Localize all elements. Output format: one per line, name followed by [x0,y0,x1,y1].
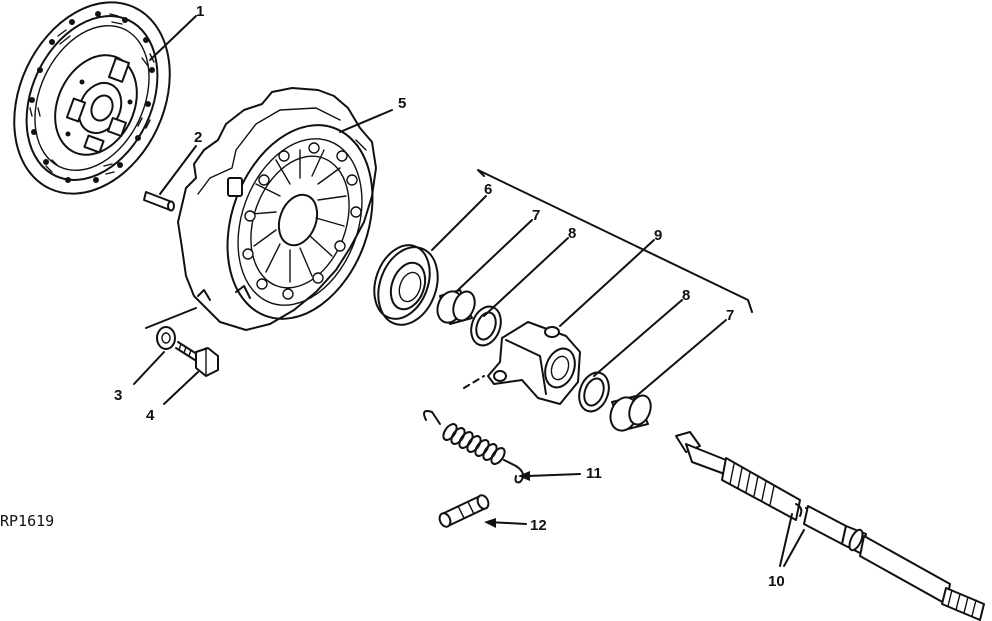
bushing-lower [609,394,652,432]
release-fork [487,321,581,405]
callout-7-upper: 7 [532,207,540,224]
dowel-pin [143,191,175,212]
pivot-pin [438,494,490,528]
cap-screw [175,341,219,377]
callout-3: 3 [114,387,122,404]
release-bearing [373,244,439,326]
leader-lines [133,15,805,567]
clutch-shaft [675,431,985,621]
bushing-upper [436,289,476,325]
pressure-plate [177,87,377,331]
figure-reference-code: RP1619 [0,512,54,530]
callout-8-upper: 8 [568,225,576,242]
lock-washer [145,307,197,350]
callout-4: 4 [146,407,155,424]
callout-2: 2 [194,129,202,146]
callout-11: 11 [586,465,602,482]
callout-10: 10 [768,573,785,590]
clutch-disc [13,1,171,195]
callout-12: 12 [530,517,547,534]
o-ring-lower [578,371,610,413]
group-bracket [477,169,753,313]
callout-9: 9 [654,227,662,244]
callout-7-lower: 7 [726,307,734,324]
callout-6: 6 [484,181,492,198]
callout-1: 1 [196,3,204,20]
callout-5: 5 [398,95,406,112]
return-spring [423,375,525,484]
callout-8-lower: 8 [682,287,690,304]
